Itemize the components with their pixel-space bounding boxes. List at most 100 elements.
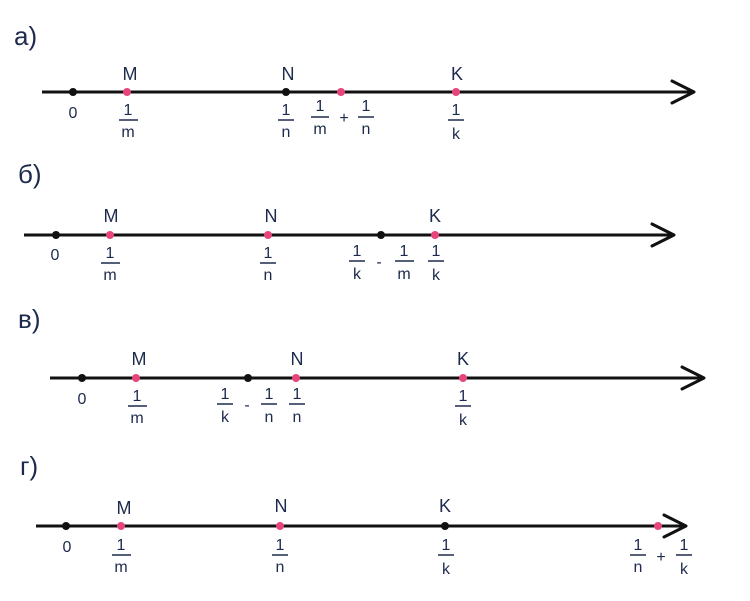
denominator: n [634,559,643,576]
point-k [431,231,439,239]
fraction-1-n: 1 n [260,245,276,284]
point-k [441,522,449,530]
fraction-1-m: 1 m [112,537,131,576]
point-m [132,374,140,382]
point-zero [62,522,70,530]
denominator: n [276,559,285,576]
numerator: 1 [276,537,285,554]
numerator: 1 [124,102,133,119]
point-expression [244,374,252,382]
label-m: M [132,349,147,369]
point-zero [69,88,77,96]
expression: 1 m + 1 n [311,98,374,138]
label-n: N [265,206,278,226]
denominator: n [265,409,274,426]
point-n [282,88,290,96]
point-n [264,231,272,239]
fraction-1-k: 1 k [448,102,464,143]
label-n: N [275,496,288,516]
point-k [452,88,460,96]
panel-c: в) M N K 0 1 m 1 k - 1 n 1 n [18,304,706,429]
panel-label: б) [18,159,42,189]
numerator: 1 [634,537,643,554]
fraction-1-m: 1 m [119,102,138,141]
numerator: 1 [106,245,115,262]
operator: + [656,549,665,566]
label-k: K [451,64,463,84]
panel-label: в) [18,304,40,334]
numerator: 1 [680,537,689,554]
point-expression [654,522,662,530]
denominator: n [293,409,302,426]
denominator: n [362,121,371,138]
denominator: m [397,266,410,283]
denominator: k [459,412,468,429]
label-m: M [117,498,132,518]
fraction-1-n: 1 n [289,386,305,426]
fraction-1-m: 1 m [128,388,147,427]
numerator: 1 [133,388,142,405]
label-m: M [104,206,119,226]
arrow-head-icon [650,222,676,248]
denominator: m [114,559,127,576]
panel-label: г) [20,451,38,481]
denominator: k [353,266,362,283]
point-n [292,374,300,382]
point-n [276,522,284,530]
fraction-1-k: 1 k [438,537,454,578]
arrow-head-icon [662,513,688,539]
point-zero [52,231,60,239]
panel-b: б) M N K 0 1 m 1 n 1 k - 1 m [18,159,676,284]
expression: 1 n + 1 k [630,537,692,578]
numerator: 1 [264,245,273,262]
denominator: m [130,410,143,427]
point-m [123,88,131,96]
numerator: 1 [362,98,371,115]
point-expression [377,231,385,239]
panel-label: а) [14,21,37,51]
zero-label: 0 [78,391,87,408]
point-k [459,374,467,382]
fraction-1-k: 1 k [455,388,471,429]
denominator: k [452,126,461,143]
operator: + [339,110,348,127]
label-m: M [123,64,138,84]
numerator: 1 [459,388,468,405]
denominator: m [103,267,116,284]
denominator: k [432,267,441,284]
label-k: K [439,496,451,516]
point-zero [78,374,86,382]
operator: - [244,397,249,414]
numerator: 1 [293,386,302,403]
denominator: k [221,409,230,426]
label-k: K [429,206,441,226]
numerator: 1 [282,102,291,119]
label-n: N [282,64,295,84]
numerator: 1 [442,537,451,554]
point-m [106,231,114,239]
fraction-1-n: 1 n [272,537,288,576]
label-n: N [291,349,304,369]
arrow-head-icon [680,365,706,391]
numerator: 1 [452,102,461,119]
zero-label: 0 [63,539,72,556]
numerator: 1 [265,386,274,403]
arrow-head-icon [670,79,696,105]
point-expression [337,88,345,96]
numerator: 1 [221,386,230,403]
panel-a: а) M N K 0 1 m 1 n 1 m + 1 n [14,21,696,143]
numerator: 1 [400,243,409,260]
numerator: 1 [117,537,126,554]
fraction-1-n: 1 n [278,102,294,141]
point-m [117,522,125,530]
zero-label: 0 [51,247,60,264]
fraction-1-m: 1 m [101,245,120,284]
label-k: K [457,349,469,369]
expression: 1 k - 1 m [349,243,414,283]
expression: 1 k - 1 n [217,386,277,426]
numerator: 1 [432,243,441,260]
denominator: k [680,561,689,578]
denominator: n [264,267,273,284]
fraction-1-k: 1 k [428,243,444,284]
